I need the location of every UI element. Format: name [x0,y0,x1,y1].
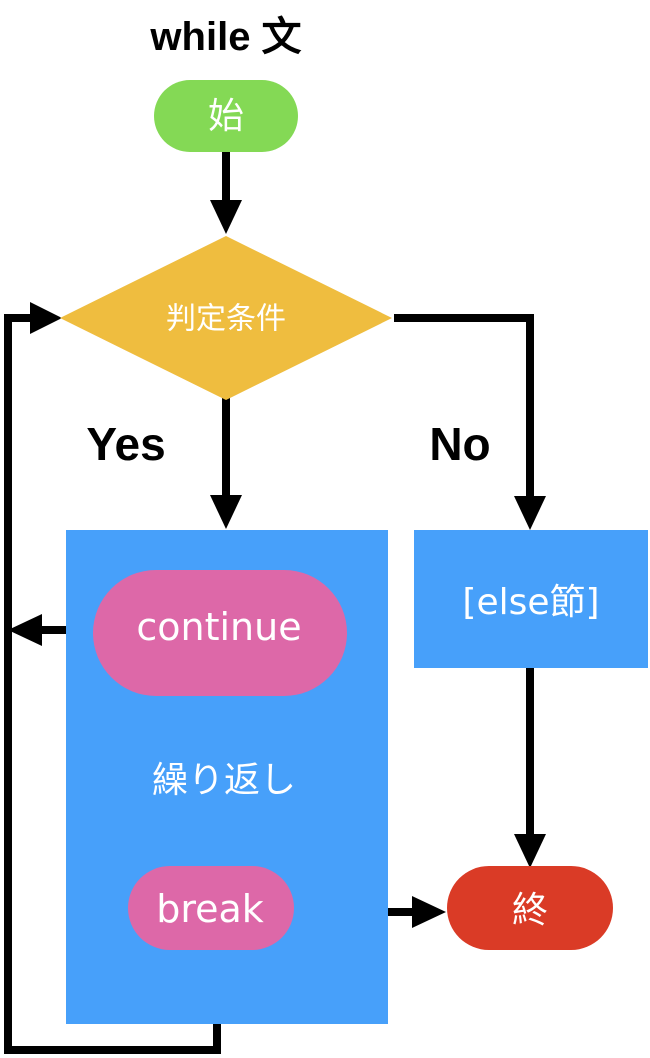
continue-label: continue [136,605,301,649]
condition-node: 判定条件 [60,236,392,400]
condition-shape [60,236,392,400]
break-label: break [156,887,264,931]
connector-no [394,314,534,500]
arrowhead-down-else [514,496,546,530]
else-shape [414,530,648,668]
start-label: 始 [208,96,244,137]
arrowhead-right-end [412,896,446,928]
arrowhead-down-end [514,834,546,868]
no-label: No [429,418,490,470]
end-shape [447,866,613,950]
arrowhead-down-condition [210,200,242,234]
arrowhead-left-continue [8,614,42,646]
break-shape [128,866,294,950]
break-node: break [128,866,294,950]
arrowhead-down-body [210,495,242,529]
end-node: 終 [447,866,613,950]
start-shape [154,80,298,152]
arrowhead-right-condition [30,302,62,334]
continue-node: continue [93,570,347,696]
loop-body-label: 繰り返し [152,760,296,801]
yes-label: Yes [86,418,165,470]
start-node: 始 [154,80,298,152]
else-label: [else節] [462,582,599,623]
else-node: [else節] [414,530,648,668]
continue-shape [93,570,347,696]
end-label: 終 [512,890,548,931]
diagram-title: while 文 [149,15,301,59]
connector-loop-back [4,314,221,1054]
condition-label: 判定条件 [166,302,286,337]
